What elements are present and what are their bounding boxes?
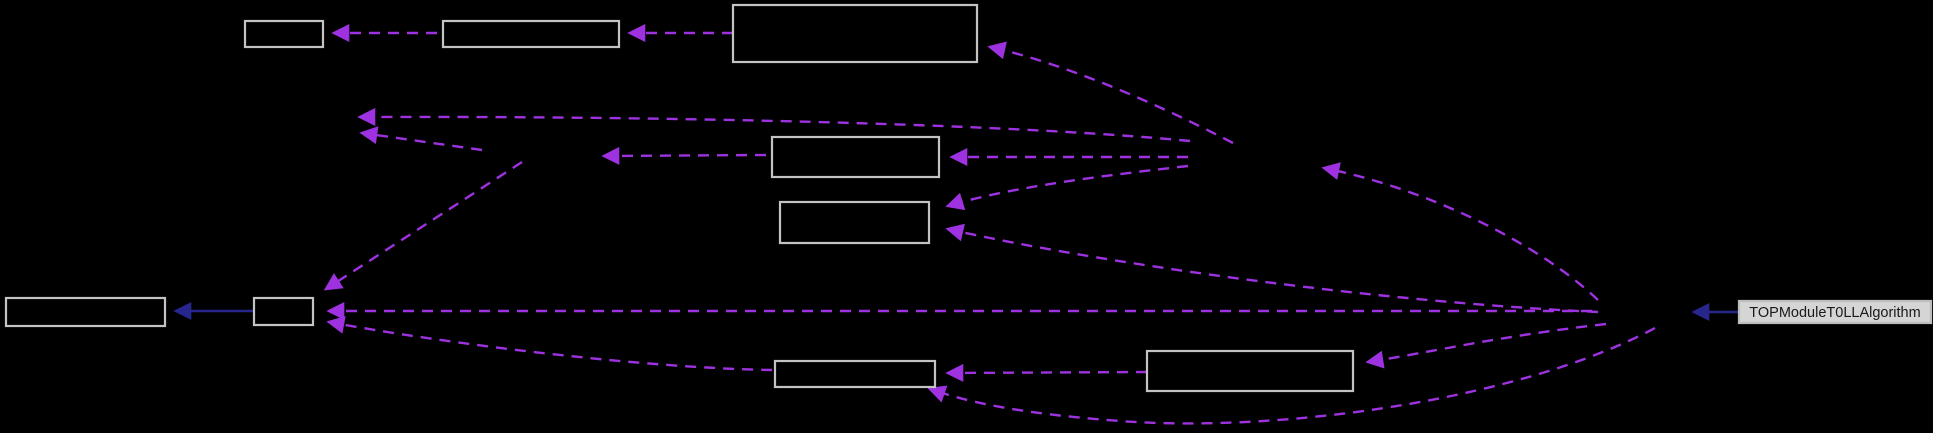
node-top-small[interactable] (243, 19, 325, 49)
edge-bottomright-bottommid (945, 363, 1148, 382)
node-algorithm-box[interactable] (1737, 299, 1933, 325)
edge-midupper-hiddenleft (601, 146, 767, 165)
node-mid-upper-box[interactable] (770, 135, 941, 179)
node-top-mid-box[interactable] (441, 19, 621, 49)
node-top-large[interactable] (731, 3, 979, 64)
edge-hub-midlower (945, 223, 1599, 314)
edges-layer (173, 24, 1739, 425)
edge-hiddenleft-leftsmall (323, 160, 523, 291)
node-bottom-right-box[interactable] (1145, 349, 1355, 393)
edge-hiddenmid-toplarge (987, 41, 1234, 145)
edge-hub-bottommid (927, 326, 1656, 425)
node-top-large-box[interactable] (731, 3, 979, 64)
nodes-layer: TOPModuleT0LLAlgorithm (4, 3, 1933, 393)
node-mid-lower[interactable] (778, 200, 931, 245)
node-algorithm-label: TOPModuleT0LLAlgorithm (1749, 305, 1920, 321)
node-top-mid[interactable] (441, 19, 621, 49)
edge-bottommid-leftsmall (326, 315, 773, 372)
node-mid-upper[interactable] (770, 135, 941, 179)
node-algorithm[interactable]: TOPModuleT0LLAlgorithm (1737, 299, 1933, 325)
node-bottom-mid[interactable] (773, 359, 937, 389)
edge-hiddenleft-farleft (359, 126, 483, 152)
node-bottom-mid-box[interactable] (773, 359, 937, 389)
edge-hub-bottomright (1365, 322, 1607, 369)
node-left-wide[interactable] (4, 296, 167, 328)
node-left-wide-box[interactable] (4, 296, 167, 328)
edge-hub-hiddenmid (1321, 162, 1599, 301)
node-bottom-right[interactable] (1145, 349, 1355, 393)
node-mid-lower-box[interactable] (778, 200, 931, 245)
node-left-small-box[interactable] (252, 296, 315, 327)
edge-hiddenmid-midlower (945, 164, 1189, 211)
node-top-small-box[interactable] (243, 19, 325, 49)
node-left-small[interactable] (252, 296, 315, 327)
